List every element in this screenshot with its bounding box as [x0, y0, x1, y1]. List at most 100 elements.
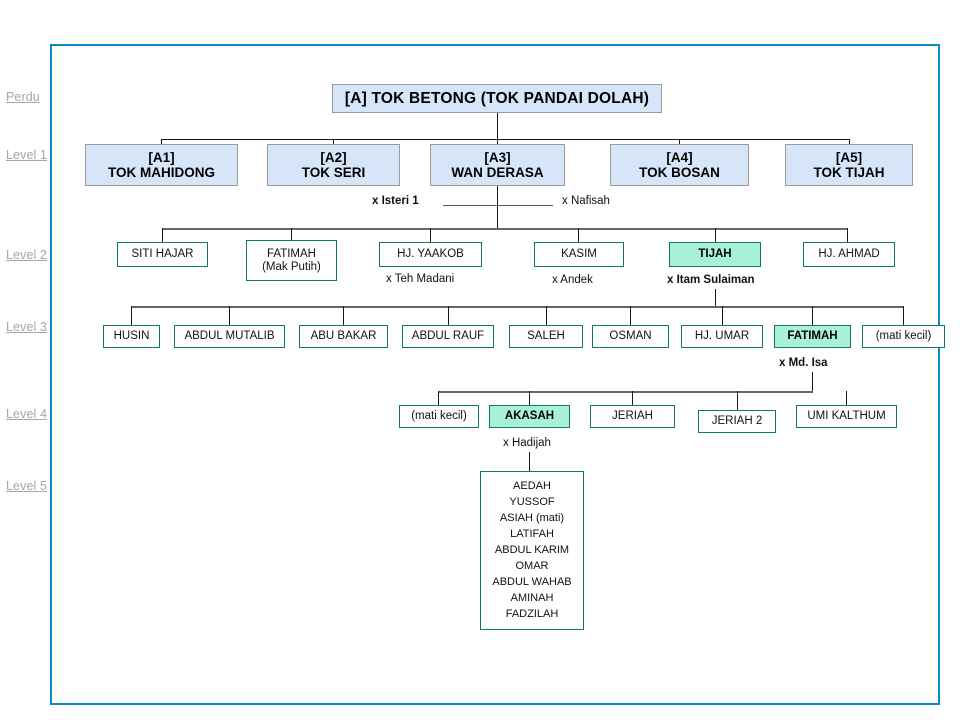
node-abdul-mutalib[interactable]: ABDUL MUTALIB	[174, 325, 285, 348]
node-mati-kecil-l4[interactable]: (mati kecil)	[399, 405, 479, 428]
node-siti-hajar[interactable]: SITI HAJAR	[117, 242, 208, 267]
node-fatimah-mak-putih-sub: (Mak Putih)	[262, 260, 321, 273]
connector-drop-mati-kecil-l4	[438, 391, 439, 405]
connector-drop-abdul-rauf	[448, 306, 449, 325]
node-a3-code: [A3]	[484, 149, 511, 165]
node-fatimah-l3[interactable]: FATIMAH	[774, 325, 851, 348]
node-jeriah-2[interactable]: JERIAH 2	[698, 410, 776, 433]
node-osman-label: OSMAN	[609, 330, 652, 343]
connector-drop-a5	[849, 139, 850, 147]
node-root-label: [A] TOK BETONG (TOK PANDAI DOLAH)	[344, 89, 650, 107]
connector-fatimah-l3-stem	[812, 372, 813, 391]
caption-x-nafisah: x Nafisah	[562, 195, 610, 207]
rail-label-level-3: Level 3	[6, 320, 48, 334]
node-umi-kalthum-label: UMI KALTHUM	[807, 410, 886, 423]
node-fatimah-mak-putih[interactable]: FATIMAH (Mak Putih)	[246, 240, 337, 281]
connector-tijah-stem	[715, 289, 716, 306]
node-hj-ahmad[interactable]: HJ. AHMAD	[803, 242, 895, 267]
node-umi-kalthum[interactable]: UMI KALTHUM	[796, 405, 897, 428]
node-fatimah-l3-label: FATIMAH	[787, 330, 838, 343]
connector-drop-jeriah-2	[737, 391, 738, 410]
node-hj-yaakob[interactable]: HJ. YAAKOB	[379, 242, 482, 267]
connector-drop-husin	[131, 306, 132, 325]
connector-akasah-stem	[529, 452, 530, 471]
node-husin-label: HUSIN	[113, 330, 150, 343]
node-akasah[interactable]: AKASAH	[489, 405, 570, 428]
node-hj-umar-label: HJ. UMAR	[694, 330, 750, 343]
connector-drop-a1	[161, 139, 162, 147]
node-mati-kecil-l3[interactable]: (mati kecil)	[862, 325, 945, 348]
connector-spouse-bar-a3	[443, 205, 553, 206]
node-a2-code: [A2]	[320, 149, 347, 165]
node-level5-children-list[interactable]: AEDAH YUSSOF ASIAH (mati) LATIFAH ABDUL …	[480, 471, 584, 630]
node-kasim[interactable]: KASIM	[534, 242, 624, 267]
node-jeriah-label: JERIAH	[612, 410, 653, 423]
node-a5-code: [A5]	[835, 149, 863, 165]
connector-drop-abdul-mutalib	[229, 306, 230, 325]
caption-x-md-isa: x Md. Isa	[779, 357, 828, 369]
rail-label-level-4: Level 4	[6, 407, 48, 421]
connector-level4-bus	[438, 391, 813, 393]
node-mati-kecil-l3-label: (mati kecil)	[875, 330, 932, 343]
node-a1-name: TOK MAHIDONG	[108, 165, 215, 180]
caption-x-andek: x Andek	[552, 274, 593, 286]
connector-drop-a2	[333, 139, 334, 147]
node-abdul-rauf[interactable]: ABDUL RAUF	[402, 325, 494, 348]
node-a1-tok-mahidong[interactable]: [A1] TOK MAHIDONG	[85, 144, 238, 186]
connector-drop-mati-kecil-l3	[903, 306, 904, 325]
connector-drop-akasah	[529, 391, 530, 405]
node-hj-umar[interactable]: HJ. UMAR	[681, 325, 763, 348]
connector-level3-bus	[131, 306, 904, 308]
rail-label-level-1: Level 1	[6, 148, 48, 162]
connector-drop-abu-bakar	[343, 306, 344, 325]
node-a5-tok-tijah[interactable]: [A5] TOK TIJAH	[785, 144, 913, 186]
connector-drop-a4	[679, 139, 680, 147]
node-jeriah[interactable]: JERIAH	[590, 405, 675, 428]
connector-drop-a3	[497, 139, 498, 147]
node-siti-hajar-label: SITI HAJAR	[131, 248, 194, 261]
node-hj-ahmad-label: HJ. AHMAD	[818, 248, 880, 261]
list-item: ASIAH (mati)	[499, 511, 565, 524]
node-saleh[interactable]: SALEH	[509, 325, 583, 348]
connector-drop-tijah	[715, 228, 716, 242]
node-abu-bakar-label: ABU BAKAR	[310, 330, 377, 343]
node-jeriah-2-label: JERIAH 2	[711, 415, 763, 428]
connector-drop-kasim	[578, 228, 579, 242]
list-item: AEDAH	[513, 480, 551, 492]
list-item: AMINAH	[510, 591, 554, 604]
connector-drop-jeriah	[632, 391, 633, 405]
rail-label-perdu: Perdu	[6, 90, 40, 104]
connector-root-stem	[497, 113, 498, 139]
connector-drop-saleh	[546, 306, 547, 325]
node-kasim-label: KASIM	[561, 248, 597, 261]
list-item: YUSSOF	[509, 495, 555, 508]
node-husin[interactable]: HUSIN	[103, 325, 160, 348]
node-abdul-mutalib-label: ABDUL MUTALIB	[184, 330, 275, 343]
node-mati-kecil-l4-label: (mati kecil)	[411, 410, 467, 423]
node-a4-tok-bosan[interactable]: [A4] TOK BOSAN	[610, 144, 749, 186]
node-abu-bakar[interactable]: ABU BAKAR	[299, 325, 388, 348]
node-osman[interactable]: OSMAN	[592, 325, 669, 348]
list-item: FADZILAH	[505, 607, 559, 620]
connector-level1-bus	[161, 139, 849, 140]
node-a3-wan-derasa[interactable]: [A3] WAN DERASA	[430, 144, 565, 186]
connector-drop-fatimah-l3	[812, 306, 813, 325]
node-a2-name: TOK SERI	[301, 165, 366, 180]
list-item: LATIFAH	[510, 527, 554, 540]
node-a1-code: [A1]	[148, 149, 175, 165]
node-akasah-label: AKASAH	[504, 410, 555, 423]
rail-label-level-5: Level 5	[6, 479, 48, 493]
node-root-tok-betong[interactable]: [A] TOK BETONG (TOK PANDAI DOLAH)	[332, 84, 662, 113]
node-abdul-rauf-label: ABDUL RAUF	[411, 330, 485, 343]
node-tijah[interactable]: TIJAH	[669, 242, 761, 267]
list-item: ABDUL WAHAB	[492, 575, 572, 588]
node-saleh-label: SALEH	[527, 330, 565, 343]
caption-x-teh-madani: x Teh Madani	[386, 273, 455, 285]
list-item: OMAR	[515, 559, 549, 572]
connector-drop-umi-kalthum	[846, 391, 847, 410]
node-a4-name: TOK BOSAN	[639, 165, 720, 180]
node-a2-tok-seri[interactable]: [A2] TOK SERI	[267, 144, 400, 186]
connector-drop-siti-hajar	[162, 228, 163, 242]
node-hj-yaakob-label: HJ. YAAKOB	[397, 248, 464, 261]
